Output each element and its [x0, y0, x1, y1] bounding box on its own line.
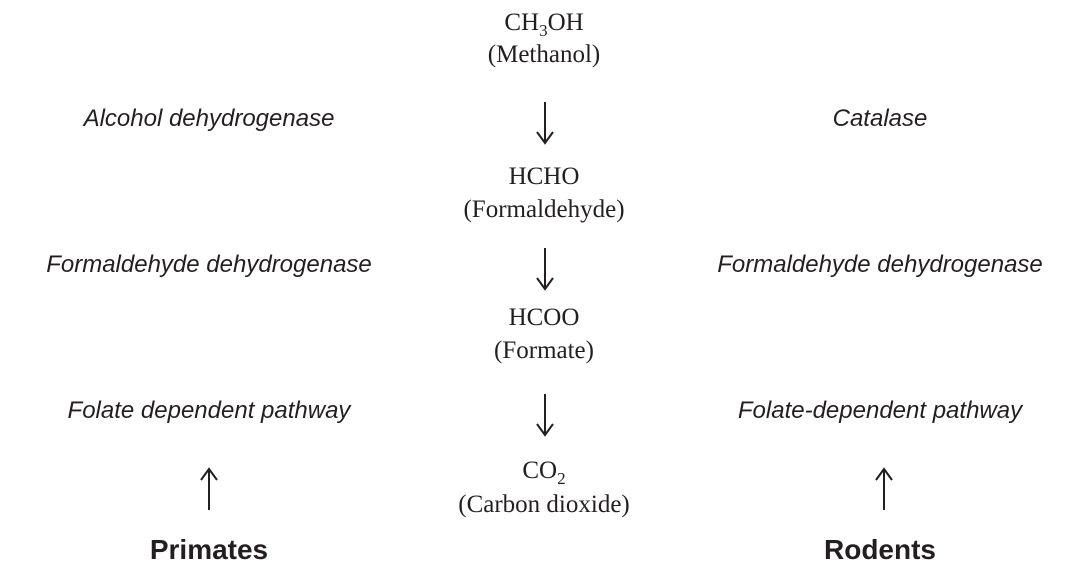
compound-co2-name: (Carbon dioxide) [458, 491, 630, 518]
compound-methanol-name: (Methanol) [487, 41, 601, 68]
compound-methanol-formula: CH3OH [504, 9, 584, 40]
left-enzyme-folate-pathway: Folate dependent pathway [67, 397, 351, 424]
right-enzyme-formaldehyde-dehydrogenase: Formaldehyde dehydrogenase [717, 251, 1043, 278]
right-enzyme-folate-pathway: Folate-dependent pathway [737, 397, 1023, 424]
right-enzyme-catalase: Catalase [832, 105, 928, 132]
arrow-up-icon [875, 467, 893, 510]
compound-co2-formula: CO2 [522, 457, 566, 488]
compound-formaldehyde-name: (Formaldehyde) [463, 196, 625, 223]
arrow-down-icon [536, 394, 554, 437]
arrow-up-icon [200, 467, 218, 510]
compound-formaldehyde-formula: HCHO [508, 163, 580, 190]
left-enzyme-alcohol-dehydrogenase: Alcohol dehydrogenase [83, 105, 335, 132]
compound-formate-name: (Formate) [494, 337, 594, 364]
compound-formate-formula: HCOO [508, 304, 580, 331]
left-enzyme-formaldehyde-dehydrogenase: Formaldehyde dehydrogenase [46, 251, 372, 278]
species-rodents-label: Rodents [824, 534, 936, 565]
arrow-down-icon [536, 248, 554, 291]
arrow-down-icon [536, 102, 554, 145]
species-primates-label: Primates [149, 534, 269, 565]
